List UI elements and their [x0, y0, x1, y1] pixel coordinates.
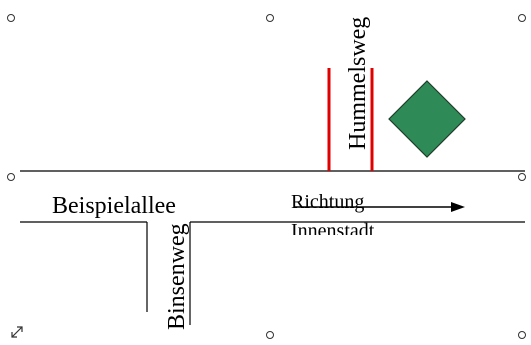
direction-label-line2: Innenstadt — [291, 221, 375, 235]
direction-label-line1: Richtung — [291, 191, 365, 213]
selection-handle-bottom-right-icon[interactable] — [518, 331, 526, 339]
main-street-label: Beispielallee — [52, 193, 176, 219]
direction-arrow-head-icon — [451, 202, 465, 212]
side-street-label: Binsenweg — [164, 223, 190, 330]
selection-handle-middle-right-icon[interactable] — [518, 173, 526, 181]
selection-handle-middle-left-icon[interactable] — [7, 173, 15, 181]
diamond-marker-icon[interactable] — [388, 80, 466, 158]
top-street-label: Hummelsweg — [345, 16, 371, 150]
diagonal-resize-arrow-icon[interactable] — [10, 325, 24, 339]
selection-handle-bottom-center-icon[interactable] — [266, 331, 274, 339]
selection-handle-top-left-icon[interactable] — [7, 14, 15, 22]
selection-handle-top-center-icon[interactable] — [266, 14, 274, 22]
selection-handle-top-right-icon[interactable] — [518, 14, 526, 22]
